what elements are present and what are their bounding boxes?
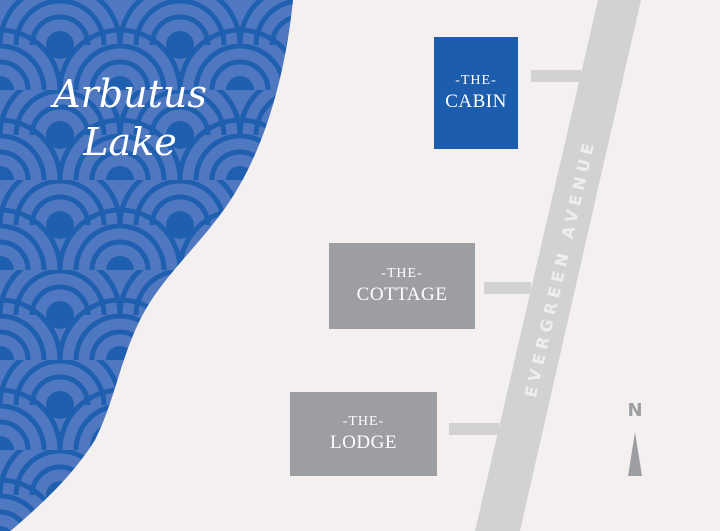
building-prefix: -THE- xyxy=(342,414,385,429)
building-cottage[interactable]: -THE- COTTAGE xyxy=(329,243,475,329)
building-name: CABIN xyxy=(445,91,507,112)
building-name: COTTAGE xyxy=(356,284,448,305)
lake-label: Arbutus Lake xyxy=(30,70,230,166)
north-arrow-icon xyxy=(628,432,642,476)
lake-name-line1: Arbutus xyxy=(53,72,207,116)
cottage-driveway xyxy=(484,282,531,294)
lake-shape xyxy=(0,0,293,531)
building-cabin[interactable]: -THE- CABIN xyxy=(434,37,518,149)
compass-north-label: N xyxy=(627,400,643,421)
cabin-driveway xyxy=(531,70,581,82)
lake-name-line2: Lake xyxy=(83,120,177,164)
building-prefix: -THE- xyxy=(455,73,497,88)
building-prefix: -THE- xyxy=(381,266,423,281)
building-name: LODGE xyxy=(330,432,397,453)
lodge-driveway xyxy=(449,423,499,435)
building-lodge[interactable]: -THE- LODGE xyxy=(290,392,437,476)
evergreen-avenue-road xyxy=(475,0,641,531)
